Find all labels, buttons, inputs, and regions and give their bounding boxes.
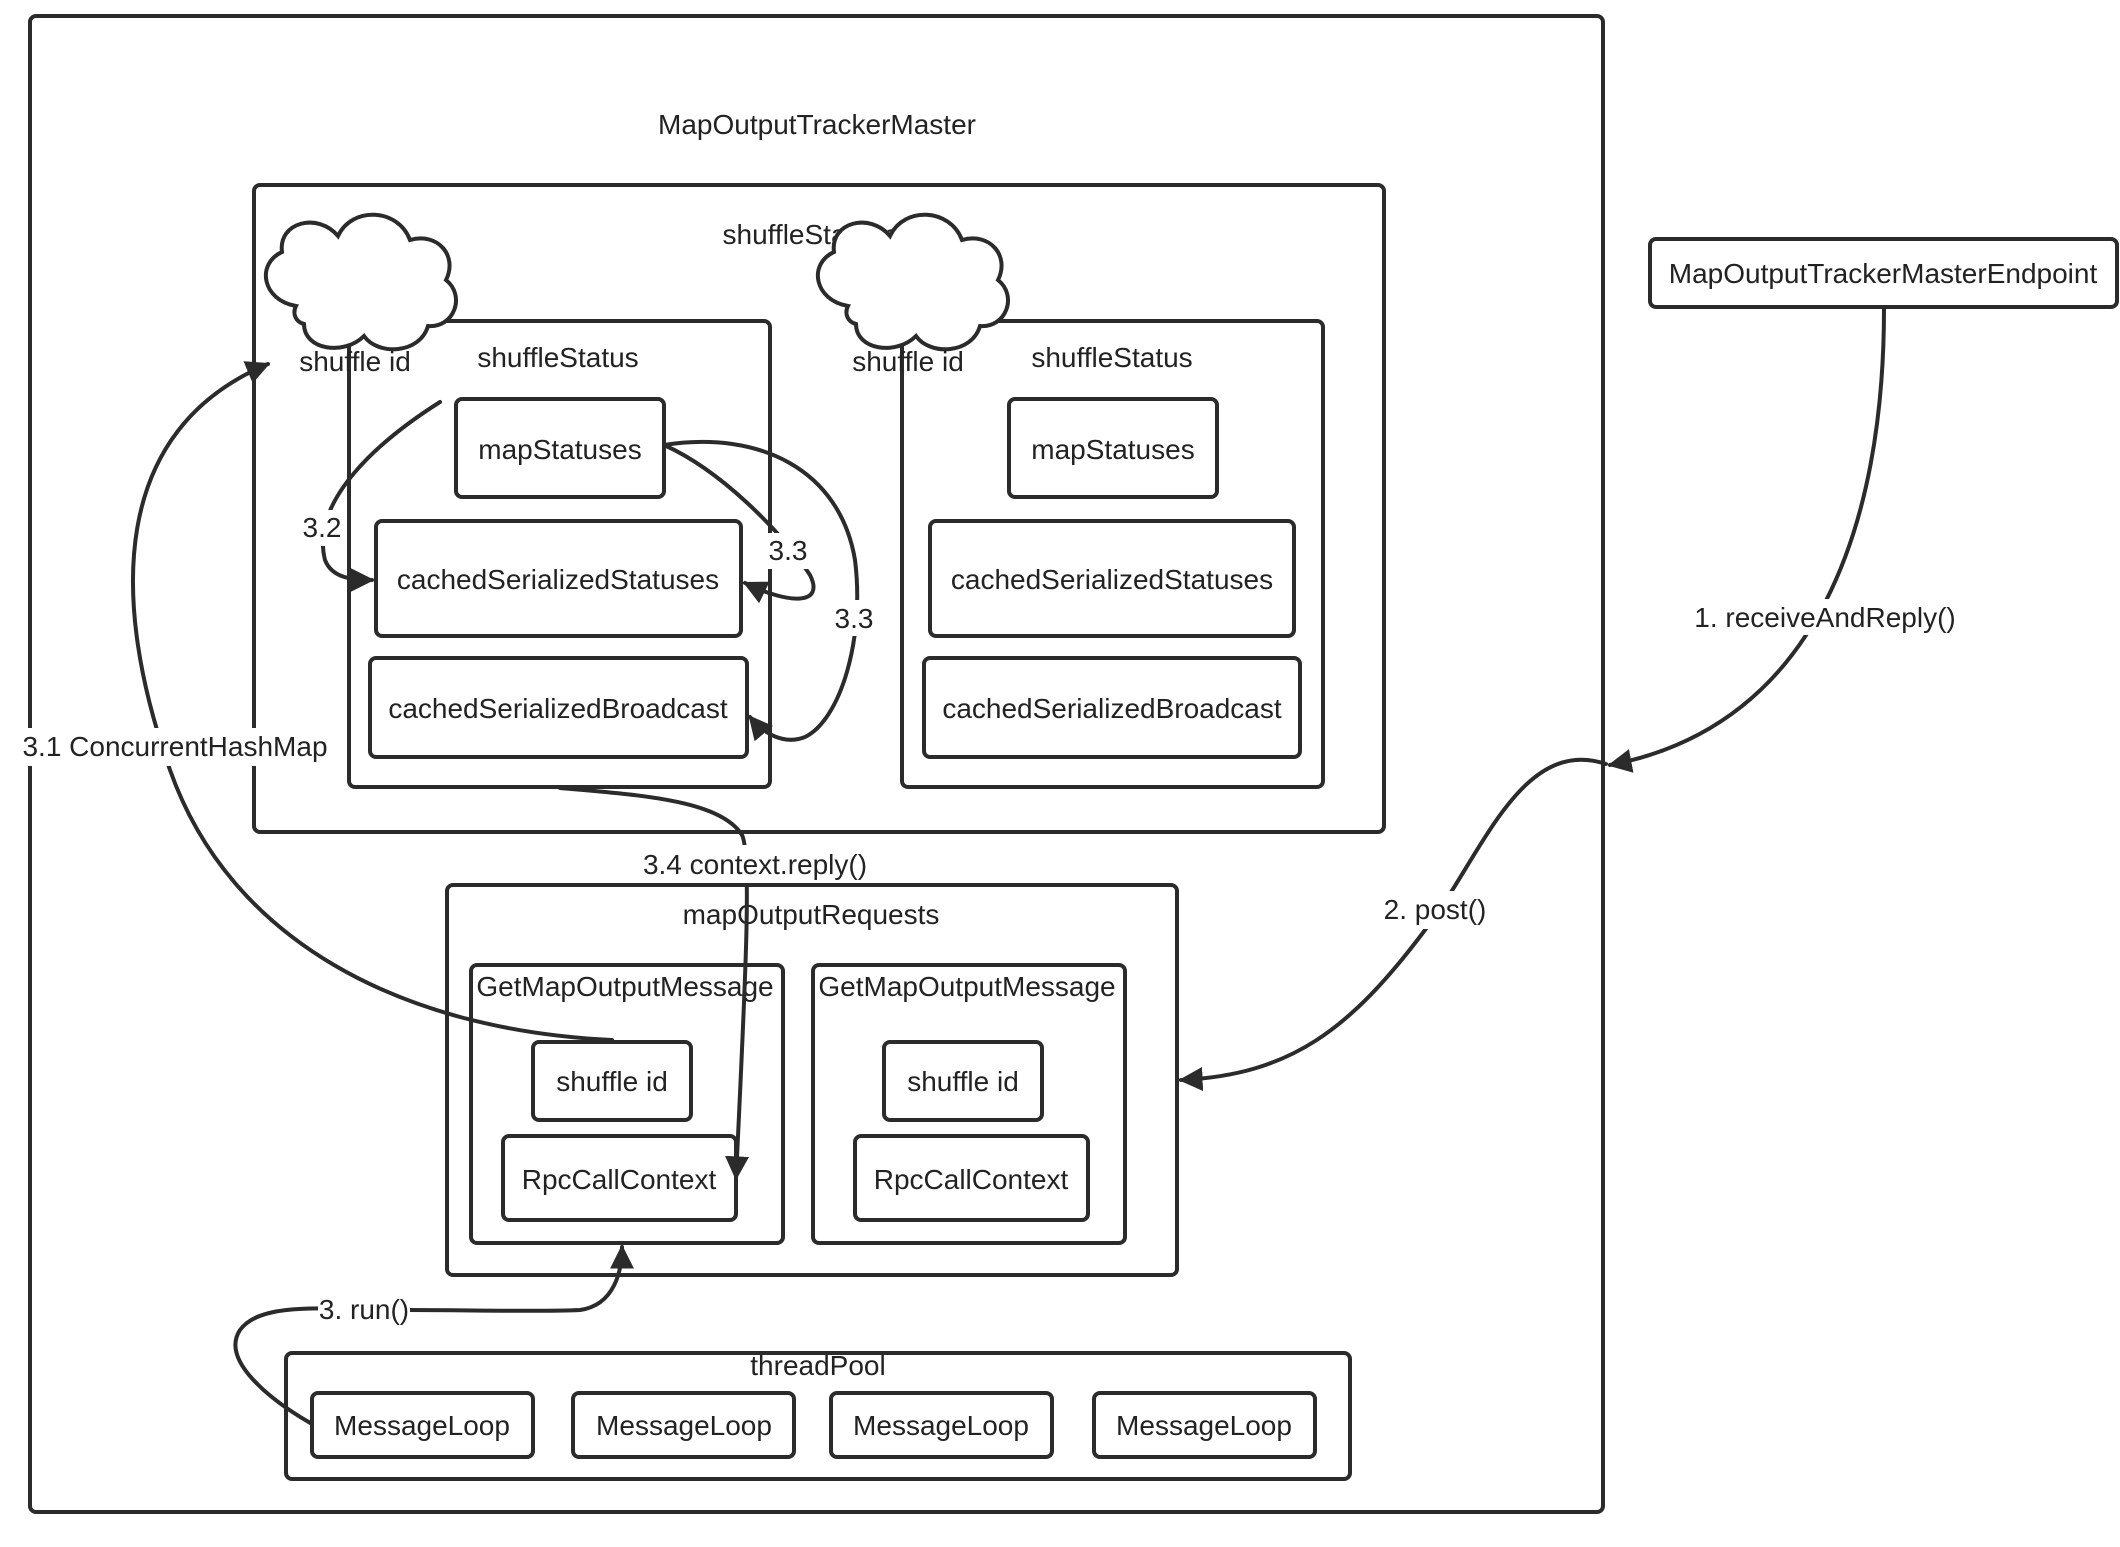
cached-serialized-broadcast-box-2 (922, 656, 1302, 759)
edge-label-step-3-2: 3.2 (303, 512, 342, 543)
message-loop-box-2 (571, 1391, 796, 1459)
edge-label-step-3-3-a: 3.3 (769, 535, 808, 566)
shuffle-id-cloud-label-2: shuffle id (852, 346, 964, 377)
edge-label-post: 2. post() (1384, 894, 1487, 925)
shuffle-status-label-1: shuffleStatus (477, 342, 638, 373)
endpoint-label: MapOutputTrackerMasterEndpoint (1669, 258, 2098, 289)
get-map-output-message-label-2: GetMapOutputMessage (818, 971, 1115, 1002)
edge-label-context-reply: 3.4 context.reply() (643, 849, 867, 880)
message-loop-box-3 (829, 1391, 1054, 1459)
edge-post (1178, 757, 1608, 1091)
map-statuses-label-1: mapStatuses (478, 434, 641, 465)
rpc-call-context-label-1: RpcCallContext (522, 1164, 717, 1195)
map-statuses-label-2: mapStatuses (1031, 434, 1194, 465)
cached-serialized-broadcast-box-1 (368, 656, 749, 759)
cached-serialized-broadcast-label-2: cachedSerializedBroadcast (942, 693, 1282, 724)
cached-serialized-broadcast-label-1: cachedSerializedBroadcast (388, 693, 728, 724)
edge-receive-and-reply (1607, 307, 1886, 773)
rpc-call-context-label-2: RpcCallContext (874, 1164, 1069, 1195)
map-output-tracker-master-title: MapOutputTrackerMaster (658, 109, 976, 140)
thread-pool-box (284, 1351, 1352, 1481)
shuffle-status-label-2: shuffleStatus (1031, 342, 1192, 373)
cached-serialized-statuses-label-1: cachedSerializedStatuses (397, 564, 719, 595)
message-loop-label-3: MessageLoop (853, 1410, 1029, 1441)
request-shuffle-id-label-2: shuffle id (907, 1066, 1019, 1097)
message-loop-box-4 (1092, 1391, 1317, 1459)
message-loop-label-1: MessageLoop (334, 1410, 510, 1441)
thread-pool-label: threadPool (750, 1350, 885, 1381)
map-statuses-box-1 (454, 397, 666, 499)
message-loop-label-4: MessageLoop (1116, 1410, 1292, 1441)
map-statuses-box-2 (1007, 397, 1219, 499)
cached-serialized-statuses-box-1 (374, 519, 743, 638)
shuffle-id-cloud-label-1: shuffle id (299, 346, 411, 377)
cached-serialized-statuses-box-2 (928, 519, 1296, 638)
edge-label-concurrent-hash-map: 3.1 ConcurrentHashMap (22, 731, 327, 762)
endpoint-box (1648, 237, 2119, 309)
shuffle-id-cloud-2: shuffle id (815, 212, 1010, 377)
request-shuffle-id-label-1: shuffle id (556, 1066, 668, 1097)
cached-serialized-statuses-label-2: cachedSerializedStatuses (951, 564, 1273, 595)
edge-concurrent-hash-map (130, 361, 614, 1042)
edge-label-receive-and-reply: 1. receiveAndReply() (1694, 602, 1955, 633)
get-map-output-message-label-1: GetMapOutputMessage (476, 971, 773, 1002)
message-loop-label-2: MessageLoop (596, 1410, 772, 1441)
edge-context-reply (558, 786, 750, 1181)
shuffle-id-cloud-1: shuffle id (263, 212, 458, 377)
rpc-call-context-box-2 (853, 1134, 1090, 1222)
map-output-requests-label: mapOutputRequests (683, 899, 940, 930)
edge-label-run: 3. run() (319, 1294, 409, 1325)
edge-label-step-3-3-b: 3.3 (835, 603, 874, 634)
request-shuffle-id-box-2 (882, 1040, 1044, 1122)
